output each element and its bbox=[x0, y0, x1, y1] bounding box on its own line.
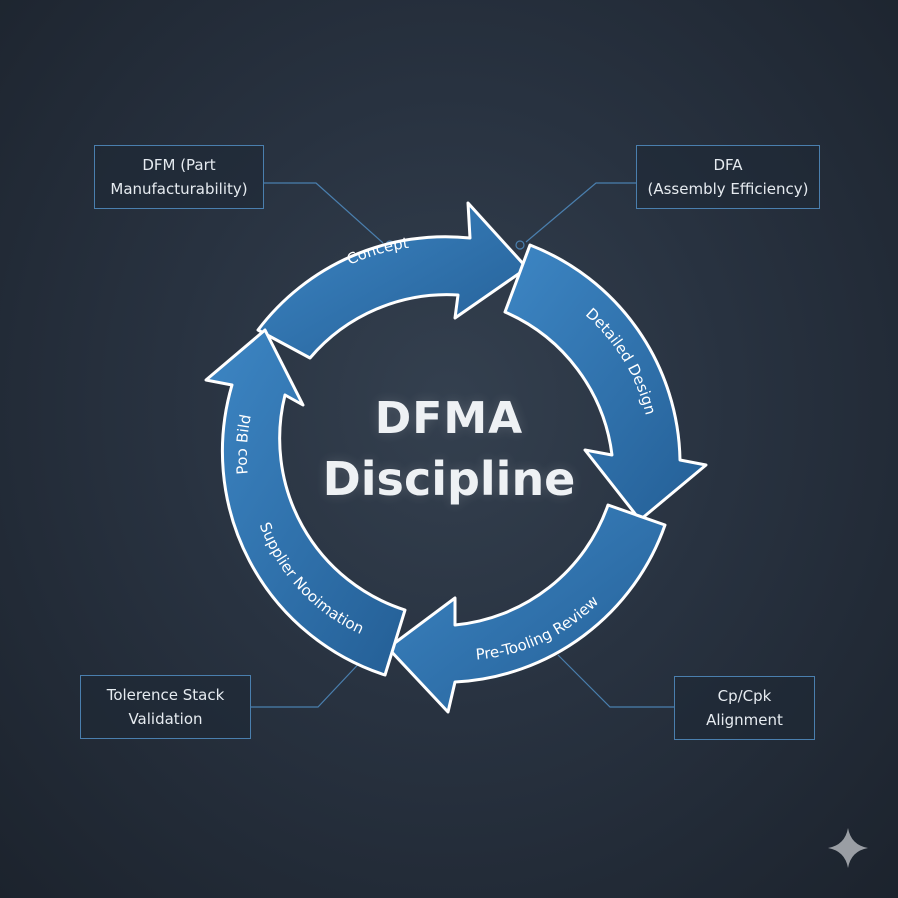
connector-tolerance bbox=[251, 655, 367, 708]
callout-dfa-line2: (Assembly Efficiency) bbox=[647, 180, 809, 198]
connector-dot-dfa bbox=[515, 240, 525, 250]
arrow-detailed-design[interactable] bbox=[503, 243, 708, 522]
callout-cpk-line1: Cp/Cpk bbox=[717, 687, 772, 705]
callout-cpk-line2: Alignment bbox=[706, 711, 783, 729]
connector-dfm bbox=[264, 182, 384, 244]
arrow-pre-tooling-review[interactable] bbox=[386, 503, 667, 714]
callout-tolerance-stack: Tolerence Stack Validation bbox=[80, 675, 251, 739]
center-title-line1: DFMA bbox=[374, 393, 524, 444]
sparkle-star-icon bbox=[828, 828, 868, 868]
callout-dfa: DFA (Assembly Efficiency) bbox=[636, 145, 820, 209]
callout-tolerance-line1: Tolerence Stack bbox=[106, 686, 225, 704]
arrow-supplier-post-build[interactable] bbox=[204, 328, 407, 677]
center-title-line2: Discipline bbox=[322, 452, 576, 506]
callout-dfm: DFM (Part Manufacturability) bbox=[94, 145, 264, 209]
callout-dfm-line2: Manufacturability) bbox=[110, 180, 248, 198]
callout-dfa-line1: DFA bbox=[713, 156, 743, 174]
callout-cp-cpk: Cp/Cpk Alignment bbox=[674, 676, 815, 740]
callout-dfm-line1: DFM (Part bbox=[142, 156, 216, 174]
connector-cpk bbox=[557, 654, 674, 708]
stage-label-post-build: Poɔ Bild bbox=[233, 413, 255, 475]
connector-dfa bbox=[525, 182, 636, 243]
arrow-concept[interactable] bbox=[256, 201, 529, 360]
connectors bbox=[251, 182, 674, 708]
callout-tolerance-line2: Validation bbox=[128, 710, 203, 728]
